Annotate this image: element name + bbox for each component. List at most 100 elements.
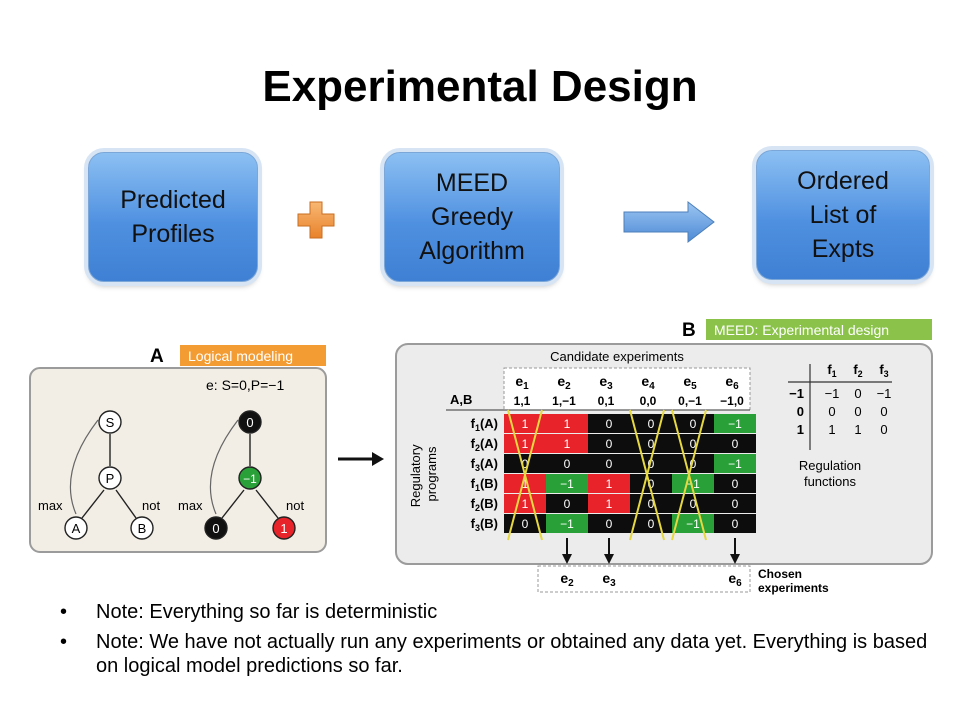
matrix-value: 1 <box>522 417 529 431</box>
node-s-state <box>238 410 262 434</box>
matrix-value: −1 <box>686 517 700 531</box>
reg-row-label: 0 <box>797 404 804 419</box>
note-text-2: Note: We have not actually run any exper… <box>96 631 928 677</box>
matrix-value: 0 <box>606 517 613 531</box>
predicted-profiles-label: Predicted Profiles <box>120 186 226 248</box>
matrix-value: −1 <box>728 457 742 471</box>
reg-value: 1 <box>854 422 861 437</box>
matrix-value: 0 <box>606 417 613 431</box>
cross-e1-b <box>507 409 543 541</box>
connector-arrow-icon <box>338 452 384 466</box>
node-b-label: B <box>138 521 147 536</box>
regulatory-label: Regulatory programs <box>408 441 439 508</box>
condition-e3: 0,1 <box>598 394 615 408</box>
reg-value: 0 <box>854 386 861 401</box>
matrix-cell <box>714 434 756 453</box>
right-arrow-icon <box>623 200 715 244</box>
matrix-cell <box>714 514 756 533</box>
matrix-value: 0 <box>522 457 529 471</box>
panel-a-condition: e: S=0,P=−1 <box>206 377 284 393</box>
edge-label-max-left: max <box>38 498 63 513</box>
experiment-e4: e4 <box>641 373 655 392</box>
chosen-arrows <box>562 538 740 564</box>
reg-header-f3: f3 <box>879 362 888 379</box>
node-a-state <box>204 516 228 540</box>
note-item: Note: We have not actually run any exper… <box>60 630 930 678</box>
matrix-value: 0 <box>648 517 655 531</box>
experiment-header-box <box>503 367 751 411</box>
matrix-cell <box>588 514 630 533</box>
ordered-list-label: Ordered List of Expts <box>797 167 889 263</box>
matrix-cell <box>504 454 546 473</box>
reg-value: −1 <box>877 386 892 401</box>
matrix-cell <box>588 434 630 453</box>
matrix-value: 0 <box>732 477 739 491</box>
predicted-profiles-box: Predicted Profiles <box>88 152 258 282</box>
panel-a-letter: A <box>150 346 164 367</box>
matrix-cell <box>588 454 630 473</box>
reg-header-f2: f2 <box>853 362 862 379</box>
condition-e1: 1,1 <box>514 394 531 408</box>
matrix-value: 1 <box>522 497 529 511</box>
node-b-state <box>272 516 296 540</box>
matrix-value: −1 <box>728 417 742 431</box>
reg-header-f1: f1 <box>827 362 836 379</box>
node-a-state-label: 0 <box>212 521 219 536</box>
program-label: f2(A) <box>471 436 498 453</box>
meed-algorithm-box: MEED Greedy Algorithm <box>384 152 560 282</box>
matrix-value: 1 <box>522 477 529 491</box>
chosen-e2: e2 <box>560 570 574 589</box>
reg-caption-1: Regulation <box>799 458 861 473</box>
panel-b-letter: B <box>682 320 696 341</box>
ordered-list-box: Ordered List of Expts <box>756 150 930 280</box>
matrix-value: 0 <box>648 497 655 511</box>
matrix-cell <box>588 494 630 513</box>
matrix-value: 0 <box>648 477 655 491</box>
node-b <box>130 516 154 540</box>
panel-b-header-bg <box>706 319 932 340</box>
condition-e2: 1,−1 <box>552 394 576 408</box>
experiment-e6: e6 <box>725 373 739 392</box>
panel-a-header: Logical modeling <box>188 348 293 364</box>
matrix-value: 0 <box>648 437 655 451</box>
matrix-cell <box>714 474 756 493</box>
candidate-label: Candidate experiments <box>550 349 684 364</box>
panel-a: A Logical modeling e: S=0,P=−1 S P A B m… <box>29 345 327 553</box>
program-label: f3(B) <box>471 516 498 533</box>
edge-p-a <box>81 489 105 519</box>
chosen-arrowhead-e2 <box>562 554 572 564</box>
cross-e4-b <box>629 409 665 541</box>
matrix-value: 0 <box>564 497 571 511</box>
matrix-cell <box>546 514 588 533</box>
node-b-state-label: 1 <box>280 521 287 536</box>
matrix-cell <box>714 494 756 513</box>
panel-b-header: MEED: Experimental design <box>714 322 889 338</box>
program-labels: f1(A)f2(A)f3(A)f1(B)f2(B)f3(B) <box>471 416 498 533</box>
matrix-cell <box>546 474 588 493</box>
node-p-state <box>238 466 262 490</box>
note-text-1: Note: Everything so far is deterministic <box>96 601 438 623</box>
matrix-value: 0 <box>690 457 697 471</box>
experiment-e3: e3 <box>599 373 613 392</box>
matrix-cell <box>588 474 630 493</box>
reg-value: 0 <box>880 422 887 437</box>
elimination-crosses <box>507 409 707 541</box>
reg-value: −1 <box>825 386 840 401</box>
program-label: f2(B) <box>471 496 498 513</box>
matrix-value: 0 <box>732 517 739 531</box>
reg-value: 0 <box>854 404 861 419</box>
matrix-value: −1 <box>560 517 574 531</box>
meed-algorithm-label: MEED Greedy Algorithm <box>419 169 525 265</box>
matrix-cell <box>714 414 756 433</box>
experiment-e1: e1 <box>515 373 529 392</box>
matrix-value: 0 <box>606 437 613 451</box>
node-s <box>98 410 122 434</box>
chosen-label-2: experiments <box>758 581 829 595</box>
node-p-state-label: −1 <box>243 472 257 486</box>
reg-caption-2: functions <box>804 474 857 489</box>
chosen-arrowhead-e3 <box>604 554 614 564</box>
chosen-arrowhead-e6 <box>730 554 740 564</box>
matrix-value: 1 <box>564 437 571 451</box>
edge-label-not-left: not <box>142 498 160 513</box>
